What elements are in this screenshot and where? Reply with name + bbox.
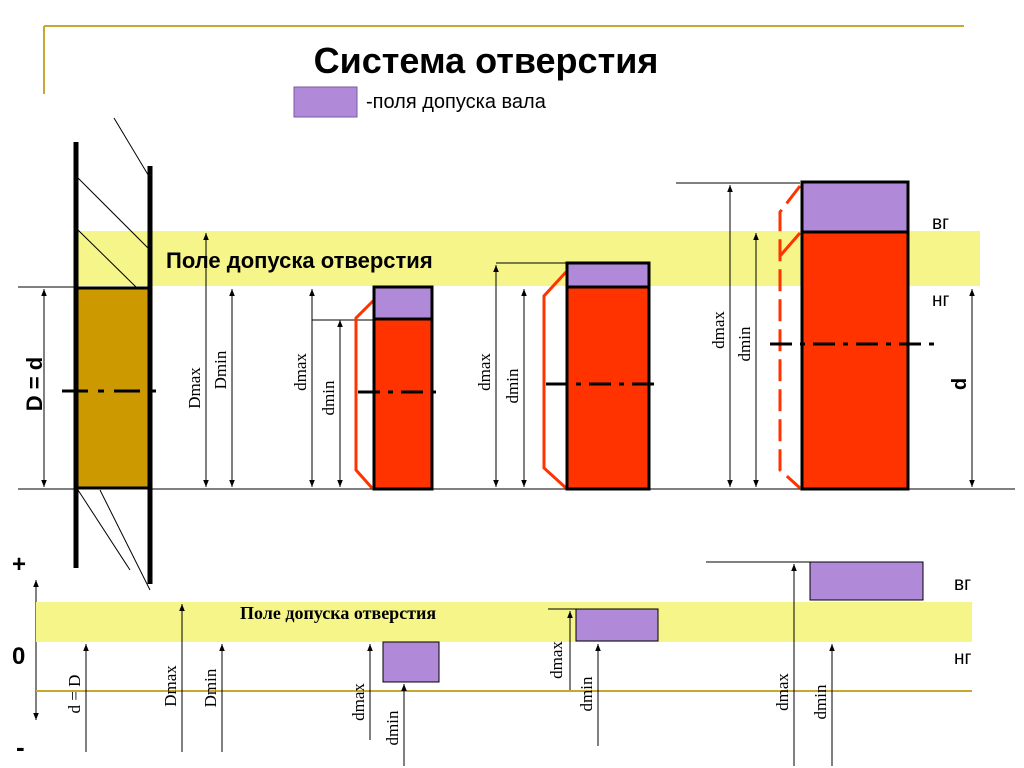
dim-D-label: D = d bbox=[22, 357, 47, 411]
bottom-lower-deviation-label: нг bbox=[954, 648, 971, 669]
hole-part bbox=[62, 117, 166, 591]
bottom-shaft-1-field bbox=[382, 641, 440, 683]
bottom-upper-deviation-label: вг bbox=[954, 574, 971, 595]
shaft-2-dmax-label: dmax bbox=[475, 353, 494, 391]
dim-Dmax-label: Dmax bbox=[185, 367, 204, 409]
shaft-1 bbox=[309, 285, 442, 491]
bottom-shaft-2-field bbox=[575, 608, 659, 642]
bottom-dim-Dmax-label: Dmax bbox=[161, 665, 180, 707]
shaft-3 bbox=[676, 180, 942, 491]
shaft-2-dmin-label: dmin bbox=[503, 368, 522, 403]
bottom-hole-tolerance-zone bbox=[36, 602, 972, 642]
bottom-dim-Dmin-label: Dmin bbox=[201, 668, 220, 707]
bottom-shaft-1-dmax-label: dmax bbox=[349, 683, 368, 721]
bottom-shaft-3-field bbox=[809, 561, 924, 601]
bottom-shaft-3-dmin-label: dmin bbox=[811, 684, 830, 719]
bottom-shaft-2-dmin-label: dmin bbox=[577, 676, 596, 711]
dim-d-label: d bbox=[949, 378, 971, 390]
legend-swatch bbox=[293, 86, 358, 118]
shaft-1-dmax-label: dmax bbox=[291, 353, 310, 391]
bottom-shaft-1-dmin-label: dmin bbox=[383, 710, 402, 745]
shaft-3-dmax-label: dmax bbox=[709, 311, 728, 349]
shaft-2 bbox=[493, 261, 660, 491]
legend-label: -поля допуска вала bbox=[366, 91, 547, 113]
bottom-shaft-3-dmax-label: dmax bbox=[773, 673, 792, 711]
bottom-hole-zone-label: Поле допуска отверстия bbox=[240, 603, 436, 623]
bottom-dim-dD-label: d = D bbox=[65, 675, 84, 714]
upper-deviation-label: вг bbox=[932, 213, 949, 234]
shaft-1-dmin-label: dmin bbox=[319, 380, 338, 415]
lower-deviation-label: нг bbox=[932, 290, 949, 311]
dim-Dmin-label: Dmin bbox=[211, 350, 230, 389]
bottom-shaft-2-dmax-label: dmax bbox=[547, 641, 566, 679]
hole-zone-label: Поле допуска отверстия bbox=[166, 248, 433, 273]
shaft-3-dmin-label: dmin bbox=[735, 326, 754, 361]
zero-sign: 0 bbox=[12, 643, 25, 670]
plus-sign: + bbox=[12, 551, 26, 578]
minus-sign: - bbox=[16, 732, 25, 762]
page-title: Система отверстия bbox=[314, 40, 659, 81]
